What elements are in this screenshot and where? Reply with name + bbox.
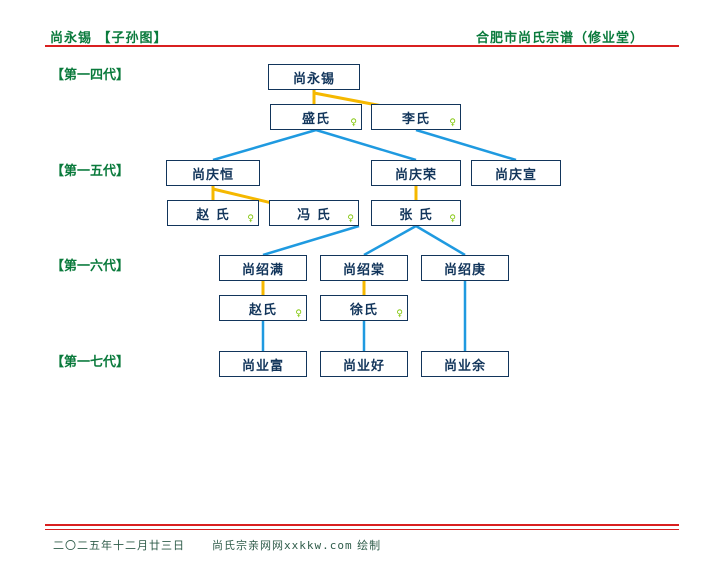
person-node-n9[interactable]: 张 氏 ♀ xyxy=(371,200,461,226)
person-name: 徐氏 xyxy=(349,302,378,318)
person-name: 赵 氏 xyxy=(196,207,230,223)
female-marker-icon: ♀ xyxy=(449,118,456,128)
person-name: 尚庆荣 xyxy=(394,167,437,183)
person-name: 尚业余 xyxy=(443,358,486,374)
edge-child-n8-n10 xyxy=(262,224,360,257)
person-node-n6[interactable]: 尚庆宣 xyxy=(471,160,561,186)
person-node-n12[interactable]: 尚绍庚 xyxy=(421,255,509,281)
page-title-left: 尚永锡 【子孙图】 xyxy=(50,31,168,46)
generation-label-15: 【第一五代】 xyxy=(51,164,130,179)
person-name: 尚绍庚 xyxy=(443,262,486,278)
female-marker-icon: ♀ xyxy=(347,214,354,224)
person-name: 盛氏 xyxy=(301,111,330,127)
person-node-n1[interactable]: 尚永锡 xyxy=(268,64,360,90)
generation-label-17: 【第一七代】 xyxy=(51,355,130,370)
generation-label-16: 【第一六代】 xyxy=(51,259,130,274)
person-node-n13[interactable]: 赵氏 ♀ xyxy=(219,295,307,321)
person-name: 尚庆恒 xyxy=(191,167,234,183)
footer-credit: 尚氏宗亲网网xxkkw.com 绘制 xyxy=(212,537,381,553)
person-name: 尚业富 xyxy=(241,358,284,374)
person-node-n4[interactable]: 尚庆恒 xyxy=(166,160,260,186)
person-name: 张 氏 xyxy=(399,207,433,223)
person-name: 尚绍棠 xyxy=(342,262,385,278)
footer-divider-rule-lower xyxy=(45,529,679,530)
edge-child-n2-n5 xyxy=(315,128,417,162)
edge-child-n3-n6 xyxy=(415,128,517,162)
person-name: 尚绍满 xyxy=(241,262,284,278)
person-node-n17[interactable]: 尚业余 xyxy=(421,351,509,377)
page-title-right: 合肥市尚氏宗谱（修业堂） xyxy=(475,31,644,46)
edge-child-n9-n12 xyxy=(415,224,466,257)
generation-label-14: 【第一四代】 xyxy=(51,68,130,83)
person-node-n11[interactable]: 尚绍棠 xyxy=(320,255,408,281)
person-name: 尚业好 xyxy=(342,358,385,374)
footer-credit-site: xxkkw.com xyxy=(284,539,353,552)
female-marker-icon: ♀ xyxy=(350,118,357,128)
person-node-n3[interactable]: 李氏 ♀ xyxy=(371,104,461,130)
person-node-n7[interactable]: 赵 氏 ♀ xyxy=(167,200,259,226)
female-marker-icon: ♀ xyxy=(396,309,403,319)
person-node-n14[interactable]: 徐氏 ♀ xyxy=(320,295,408,321)
person-name: 尚庆宣 xyxy=(494,167,537,183)
person-node-n8[interactable]: 冯 氏 ♀ xyxy=(269,200,359,226)
person-name: 赵氏 xyxy=(248,302,277,318)
female-marker-icon: ♀ xyxy=(247,214,254,224)
person-node-n10[interactable]: 尚绍满 xyxy=(219,255,307,281)
footer-credit-suffix: 绘制 xyxy=(352,539,382,552)
person-node-n2[interactable]: 盛氏 ♀ xyxy=(270,104,362,130)
person-node-n15[interactable]: 尚业富 xyxy=(219,351,307,377)
person-name: 李氏 xyxy=(401,111,430,127)
footer-credit-prefix: 尚氏宗亲网网 xyxy=(212,539,284,552)
female-marker-icon: ♀ xyxy=(295,309,302,319)
female-marker-icon: ♀ xyxy=(449,214,456,224)
person-name: 尚永锡 xyxy=(292,71,335,87)
edge-child-n2-n4 xyxy=(212,128,317,162)
person-name: 冯 氏 xyxy=(297,207,331,223)
person-node-n16[interactable]: 尚业好 xyxy=(320,351,408,377)
person-node-n5[interactable]: 尚庆荣 xyxy=(371,160,461,186)
footer-date: 二〇二五年十二月廿三日 xyxy=(53,539,185,552)
edge-child-n9-n11 xyxy=(363,224,417,257)
header-divider-rule xyxy=(45,45,679,47)
footer-divider-rule-upper xyxy=(45,524,679,526)
